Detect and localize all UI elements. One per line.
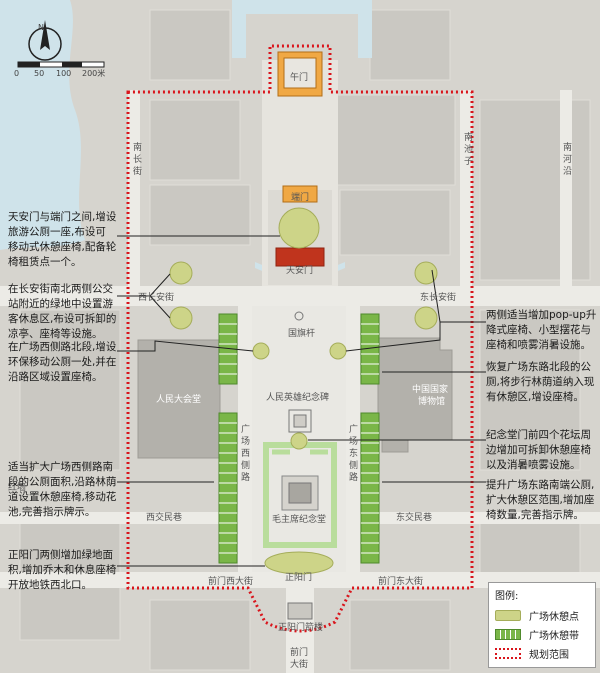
rest-point-monument (290, 432, 308, 450)
compass-letter: N (38, 23, 44, 32)
street-nanchang-1: 南 (133, 141, 142, 153)
arrow-tower (287, 602, 313, 620)
street-square-west-2: 场 (241, 436, 250, 447)
rest-point-nw (169, 261, 193, 285)
note-mausoleum-flowerbeds: 纪念堂门前四个花坛周 边增加可拆卸休憩座椅 以及消暑喷雾设施。 (486, 429, 591, 471)
moat (232, 0, 372, 14)
label-monument: 人民英雄纪念碑 (266, 391, 329, 403)
note-square-west-north: 在广场西侧路北段,增设 环保移动公厕一处,并在 沿路区域设置座椅。 (8, 341, 117, 383)
scale-tick-200: 200米 (82, 68, 105, 78)
street-nanchang-3: 街 (133, 165, 142, 177)
street-nanchizi-1: 南 (464, 131, 473, 143)
legend-title: 图例: (495, 591, 519, 602)
street-west-jiaomin: 西交民巷 (146, 511, 182, 523)
note-square-west-south: 适当扩大广场西侧路南 段的公厕面积,沿路林荫 道设置休憩座椅,移动花 池,完善指… (8, 461, 117, 518)
street-east-2: 河 (563, 153, 572, 165)
street-square-east-5: 路 (349, 471, 358, 483)
label-tiananmen: 天安门 (286, 264, 313, 276)
legend: 图例: 广场休憩点 广场休憩带 规划范围 (488, 582, 596, 668)
scale-bar (17, 61, 105, 68)
street-qianmen-east: 前门东大街 (378, 575, 423, 587)
rest-belt-west-south (218, 412, 238, 564)
street-square-east-4: 侧 (349, 459, 358, 471)
duanmen-gate (282, 185, 318, 203)
street-qianmen-main-2: 大街 (290, 658, 308, 670)
note-square-east-south: 提升广场东路南端公厕, 扩大休憩区范围,增加座 椅数量,完善指示牌。 (486, 479, 595, 521)
label-mausoleum: 毛主席纪念堂 (272, 513, 326, 525)
legend-row-boundary: 规划范围 (495, 644, 589, 663)
street-east-1: 南 (563, 141, 572, 153)
street-east-jiaomin: 东交民巷 (396, 511, 432, 523)
note-changan-bus-stops: 在长安街南北两侧公交 站附近的绿地中设置游 客休息区,布设可拆卸的 凉亭、座椅等… (8, 283, 117, 340)
note-zhengyangmen: 正阳门两侧增加绿地面 积,增加乔木和休息座椅 开放地铁西北口。 (8, 549, 117, 591)
rest-point-swatch (495, 610, 521, 621)
label-arrow-tower: 正阳门箭楼 (278, 621, 323, 633)
planning-boundary (126, 44, 474, 633)
flagpole (294, 311, 304, 321)
museum-block (377, 337, 453, 453)
great-hall-block (137, 339, 221, 459)
legend-label-rest-point: 广场休憩点 (529, 612, 579, 623)
rest-belt-east-south (360, 412, 380, 564)
street-west-changan: 西长安街 (138, 291, 174, 303)
note-tiananmen-duanmen: 天安门与端门之间,增设 旅游公厕一座,布设可 移动式休憩座椅,配备轮 椅租赁点一… (8, 211, 117, 268)
legend-label-rest-belt: 广场休憩带 (529, 631, 579, 642)
legend-row-rest-point: 广场休憩点 (495, 606, 589, 625)
label-duanmen: 端门 (291, 191, 309, 203)
street-qianmen-main-1: 前门 (290, 646, 308, 658)
street-nanchizi-2: 池 (464, 143, 473, 155)
street-square-west-3: 西 (241, 448, 250, 459)
rest-point-ne (414, 261, 438, 285)
scale-tick-0: 0 (14, 69, 19, 78)
label-flagpole: 国旗杆 (288, 327, 315, 339)
street-east-changan: 东长安街 (420, 291, 456, 303)
legend-label-boundary: 规划范围 (529, 650, 569, 661)
street-square-east-3: 东 (349, 447, 358, 459)
rest-point-duanmen (278, 207, 320, 249)
rest-point-west-mid (252, 342, 270, 360)
street-nanchizi-3: 子 (464, 156, 473, 167)
rest-point-sw (169, 306, 193, 330)
legend-row-rest-belt: 广场休憩带 (495, 625, 589, 644)
compass-icon (28, 20, 62, 61)
boundary-swatch (495, 648, 521, 659)
note-popup-seats: 两侧适当增加pop-up升 降式座椅、小型摆花与 座椅和喷雾消暑设施。 (486, 309, 597, 351)
scale-tick-100: 100 (56, 69, 71, 78)
note-square-east-north: 恢复广场东路北段的公 厕,将步行林荫道纳入现 有休憩区,增设座椅。 (486, 361, 595, 403)
street-square-east-2: 场 (349, 436, 358, 447)
street-square-west-1: 广 (241, 423, 250, 435)
rest-point-east-mid (329, 342, 347, 360)
street-red-wall: 红墙 (8, 481, 26, 493)
rest-point-se (414, 306, 438, 330)
street-qianmen-west: 前门西大街 (208, 575, 253, 587)
label-museum-1: 中国国家 (412, 383, 448, 395)
tiananmen-gate (275, 247, 325, 267)
label-great-hall: 人民大会堂 (156, 393, 201, 405)
street-square-east-1: 广 (349, 423, 358, 435)
street-east-3: 沿 (563, 166, 572, 177)
street-nanchang-2: 长 (133, 153, 142, 165)
label-museum-2: 博物馆 (418, 395, 445, 407)
rest-point-zhengyangmen (264, 551, 334, 575)
mausoleum-green (263, 442, 337, 548)
label-wumen: 午门 (290, 71, 308, 83)
street-square-west-5: 路 (241, 471, 250, 483)
scale-tick-50: 50 (34, 69, 44, 78)
label-zhengyangmen: 正阳门 (285, 571, 312, 583)
changan-avenue (0, 286, 600, 306)
street-square-west-4: 侧 (241, 459, 250, 471)
rest-belt-swatch (495, 629, 521, 640)
monument (288, 409, 312, 433)
